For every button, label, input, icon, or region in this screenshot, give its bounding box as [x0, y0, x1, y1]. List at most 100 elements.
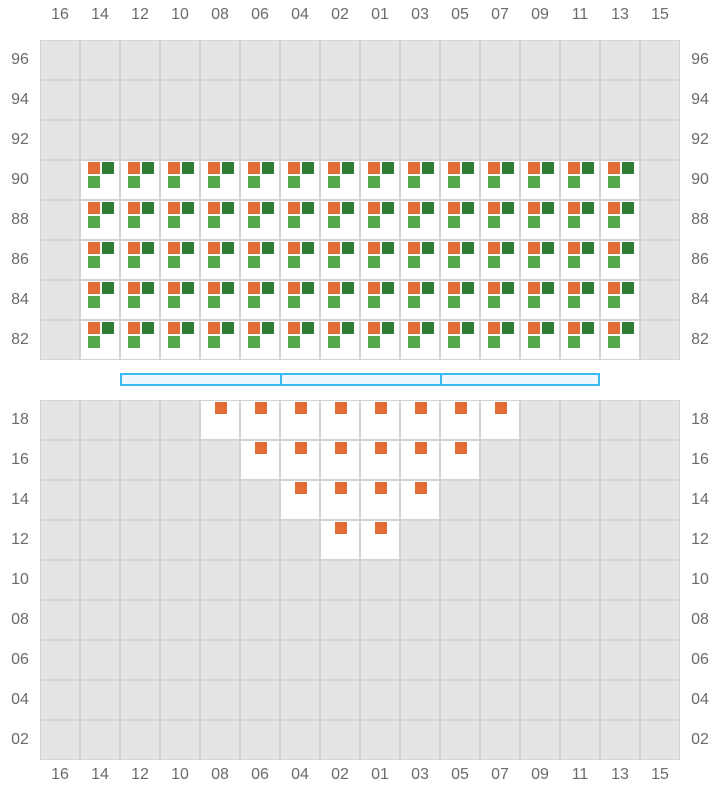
row-label: 14 [691, 491, 709, 508]
seat-18-03[interactable] [400, 400, 440, 440]
seat-82-05[interactable] [440, 320, 480, 360]
seat-86-13[interactable] [600, 240, 640, 280]
seat-18-05[interactable] [440, 400, 480, 440]
orange-marker-icon [295, 442, 307, 454]
seat-88-07[interactable] [480, 200, 520, 240]
seat-84-10[interactable] [160, 280, 200, 320]
seat-88-06[interactable] [240, 200, 280, 240]
seat-14-03[interactable] [400, 480, 440, 520]
seat-90-02[interactable] [320, 160, 360, 200]
seat-90-04[interactable] [280, 160, 320, 200]
seat-84-04[interactable] [280, 280, 320, 320]
seat-82-01[interactable] [360, 320, 400, 360]
seat-82-08[interactable] [200, 320, 240, 360]
seat-86-02[interactable] [320, 240, 360, 280]
aisle-segment[interactable] [120, 373, 282, 386]
seat-84-05[interactable] [440, 280, 480, 320]
seat-14-01[interactable] [360, 480, 400, 520]
seat-84-13[interactable] [600, 280, 640, 320]
seat-90-07[interactable] [480, 160, 520, 200]
seat-82-07[interactable] [480, 320, 520, 360]
aisle-segment[interactable] [440, 373, 600, 386]
seat-12-01[interactable] [360, 520, 400, 560]
seat-84-12[interactable] [120, 280, 160, 320]
seat-82-11[interactable] [560, 320, 600, 360]
seat-88-14[interactable] [80, 200, 120, 240]
seat-90-05[interactable] [440, 160, 480, 200]
seat-86-10[interactable] [160, 240, 200, 280]
seat-96-08 [200, 40, 240, 80]
seat-16-04[interactable] [280, 440, 320, 480]
dark-green-marker-icon [182, 322, 194, 334]
seat-86-09[interactable] [520, 240, 560, 280]
seat-84-07[interactable] [480, 280, 520, 320]
seat-84-01[interactable] [360, 280, 400, 320]
seat-86-11[interactable] [560, 240, 600, 280]
seat-14-02[interactable] [320, 480, 360, 520]
seat-86-14[interactable] [80, 240, 120, 280]
seat-82-12[interactable] [120, 320, 160, 360]
seat-82-09[interactable] [520, 320, 560, 360]
seat-84-14[interactable] [80, 280, 120, 320]
seat-88-02[interactable] [320, 200, 360, 240]
seat-18-08[interactable] [200, 400, 240, 440]
seat-84-03[interactable] [400, 280, 440, 320]
seat-16-01[interactable] [360, 440, 400, 480]
seat-16-06[interactable] [240, 440, 280, 480]
seat-88-10[interactable] [160, 200, 200, 240]
seat-90-11[interactable] [560, 160, 600, 200]
seat-88-12[interactable] [120, 200, 160, 240]
seat-86-12[interactable] [120, 240, 160, 280]
seat-88-09[interactable] [520, 200, 560, 240]
seat-82-04[interactable] [280, 320, 320, 360]
seat-82-06[interactable] [240, 320, 280, 360]
seat-82-10[interactable] [160, 320, 200, 360]
seat-86-06[interactable] [240, 240, 280, 280]
seat-90-10[interactable] [160, 160, 200, 200]
seat-18-06[interactable] [240, 400, 280, 440]
seat-84-06[interactable] [240, 280, 280, 320]
seat-14-04[interactable] [280, 480, 320, 520]
seat-18-07[interactable] [480, 400, 520, 440]
aisle-segment[interactable] [280, 373, 442, 386]
seat-86-08[interactable] [200, 240, 240, 280]
seat-90-09[interactable] [520, 160, 560, 200]
seat-86-04[interactable] [280, 240, 320, 280]
seat-08-04 [280, 600, 320, 640]
seat-90-14[interactable] [80, 160, 120, 200]
seat-82-13[interactable] [600, 320, 640, 360]
seat-88-05[interactable] [440, 200, 480, 240]
seat-84-11[interactable] [560, 280, 600, 320]
seat-18-01[interactable] [360, 400, 400, 440]
seat-84-09[interactable] [520, 280, 560, 320]
seat-84-08[interactable] [200, 280, 240, 320]
seat-18-02[interactable] [320, 400, 360, 440]
seat-90-12[interactable] [120, 160, 160, 200]
seat-88-01[interactable] [360, 200, 400, 240]
seat-86-01[interactable] [360, 240, 400, 280]
seat-88-13[interactable] [600, 200, 640, 240]
seat-82-02[interactable] [320, 320, 360, 360]
seat-16-02[interactable] [320, 440, 360, 480]
seat-90-01[interactable] [360, 160, 400, 200]
seat-16-03[interactable] [400, 440, 440, 480]
seat-82-14[interactable] [80, 320, 120, 360]
seat-18-04[interactable] [280, 400, 320, 440]
seat-82-03[interactable] [400, 320, 440, 360]
seat-84-02[interactable] [320, 280, 360, 320]
seat-90-03[interactable] [400, 160, 440, 200]
seat-12-02[interactable] [320, 520, 360, 560]
seat-86-03[interactable] [400, 240, 440, 280]
seat-88-04[interactable] [280, 200, 320, 240]
seat-88-08[interactable] [200, 200, 240, 240]
seat-90-13[interactable] [600, 160, 640, 200]
seat-86-05[interactable] [440, 240, 480, 280]
seat-86-07[interactable] [480, 240, 520, 280]
seat-88-11[interactable] [560, 200, 600, 240]
seat-90-08[interactable] [200, 160, 240, 200]
seat-88-03[interactable] [400, 200, 440, 240]
seat-90-06[interactable] [240, 160, 280, 200]
seat-16-05[interactable] [440, 440, 480, 480]
seat-14-06 [240, 480, 280, 520]
orange-marker-icon [288, 202, 300, 214]
